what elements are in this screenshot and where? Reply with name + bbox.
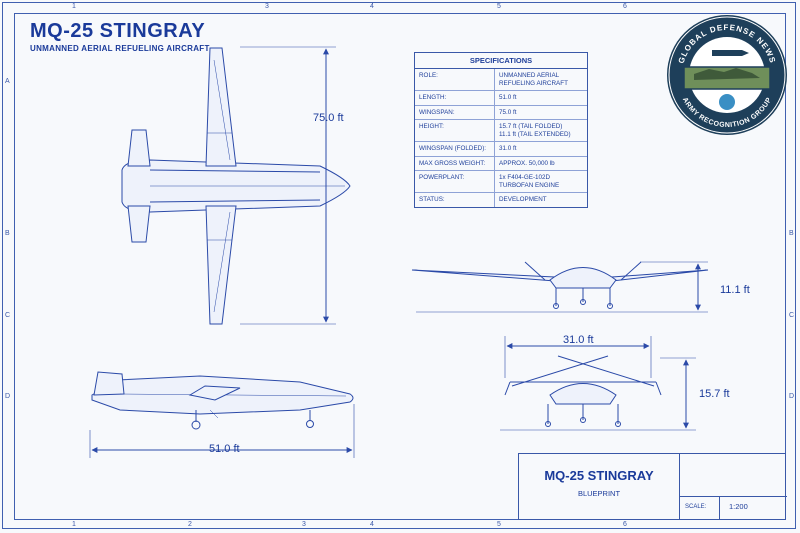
folded-height-dimension-label: 15.7 ft xyxy=(699,388,730,400)
page-subtitle: UNMANNED AERIAL REFUELING AIRCRAFT xyxy=(30,44,210,53)
spec-row: POWERPLANT: 1x F404-GE-102D TURBOFAN ENG… xyxy=(415,171,587,193)
top-view-aircraft xyxy=(121,47,351,325)
scale-label: SCALE: xyxy=(685,504,707,510)
length-dimension-label: 51.0 ft xyxy=(209,443,240,455)
title-block-divider xyxy=(679,454,680,520)
spec-value: APPROX. 50,000 lb xyxy=(499,159,555,167)
spec-row: LENGTH: 51.0 ft xyxy=(415,91,587,106)
spec-row: HEIGHT: 15.7 ft (TAIL FOLDED) 11.1 ft (T… xyxy=(415,120,587,142)
spec-row: WINGSPAN: 75.0 ft xyxy=(415,105,587,120)
grid-row-label: D xyxy=(5,393,11,400)
grid-row-label: C xyxy=(5,312,11,319)
spec-row: ROLE: UNMANNED AERIAL REFUELING AIRCRAFT xyxy=(415,69,587,91)
front-view-aircraft xyxy=(411,261,709,309)
folded-span-dimension-label: 31.0 ft xyxy=(563,334,594,346)
wingspan-dimension-label: 75.0 ft xyxy=(313,112,344,124)
spec-value: 75.0 ft xyxy=(499,108,517,116)
spec-row: STATUS: DEVELOPMENT xyxy=(415,193,587,207)
spec-key: MAX GROSS WEIGHT: xyxy=(415,156,495,170)
inner-border xyxy=(14,13,786,520)
spec-key: ROLE: xyxy=(415,69,495,90)
spec-key: STATUS: xyxy=(415,193,495,207)
height-dimension-label: 11.1 ft xyxy=(720,284,750,296)
grid-col-label: 5 xyxy=(497,3,501,10)
grid-row-label: A xyxy=(5,78,10,85)
title-block-subtitle: BLUEPRINT xyxy=(577,489,621,498)
title-block: MQ-25 STINGRAY BLUEPRINT SCALE: 1:200 xyxy=(518,453,787,520)
grid-row-label: B xyxy=(5,230,10,237)
spec-value: 51.0 ft xyxy=(499,94,517,101)
spec-key: LENGTH: xyxy=(415,91,495,105)
grid-col-label: 6 xyxy=(623,3,627,10)
grid-col-label: 5 xyxy=(497,521,501,528)
grid-col-label: 3 xyxy=(265,3,269,10)
grid-col-label: 1 xyxy=(72,3,76,10)
specifications-heading: SPECIFICATIONS xyxy=(415,53,587,69)
spec-key: HEIGHT: xyxy=(415,120,495,141)
spec-row: WINGSPAN (FOLDED): 31.0 ft xyxy=(415,142,587,157)
front-view-folded-aircraft xyxy=(504,355,662,427)
spec-key: POWERPLANT: xyxy=(415,171,495,192)
grid-col-label: 4 xyxy=(370,3,374,10)
specifications-table: SPECIFICATIONS ROLE: UNMANNED AERIAL REF… xyxy=(414,52,588,208)
title-block-title: MQ-25 STINGRAY xyxy=(544,468,654,483)
page-title: MQ-25 STINGRAY xyxy=(30,20,206,42)
side-view-aircraft xyxy=(91,371,354,430)
grid-col-label: 1 xyxy=(72,521,76,528)
title-block-divider xyxy=(719,496,720,520)
army-recognition-logo: GLOBAL DEFENSE NEWS ARMY RECOGNITION GRO… xyxy=(664,12,790,138)
scale-value: 1:200 xyxy=(729,502,748,511)
grid-row-label: D xyxy=(789,393,795,400)
grid-col-label: 6 xyxy=(623,521,627,528)
grid-col-label: 2 xyxy=(188,521,192,528)
spec-value: 31.0 ft xyxy=(499,145,517,152)
title-block-divider xyxy=(679,496,787,497)
spec-value: UNMANNED AERIAL REFUELING AIRCRAFT xyxy=(499,72,568,87)
spec-value: DEVELOPMENT xyxy=(499,196,547,203)
grid-row-label: B xyxy=(789,230,794,237)
grid-row-label: C xyxy=(789,312,795,319)
spec-key: WINGSPAN: xyxy=(415,105,495,119)
spec-value: 1x F404-GE-102D TURBOFAN ENGINE xyxy=(499,174,560,189)
spec-row: MAX GROSS WEIGHT: APPROX. 50,000 lb xyxy=(415,156,587,171)
spec-value: 15.7 ft (TAIL FOLDED) 11.1 ft (TAIL EXTE… xyxy=(499,123,571,138)
grid-col-label: 3 xyxy=(302,521,306,528)
spec-key: WINGSPAN (FOLDED): xyxy=(415,142,495,156)
grid-col-label: 4 xyxy=(370,521,374,528)
